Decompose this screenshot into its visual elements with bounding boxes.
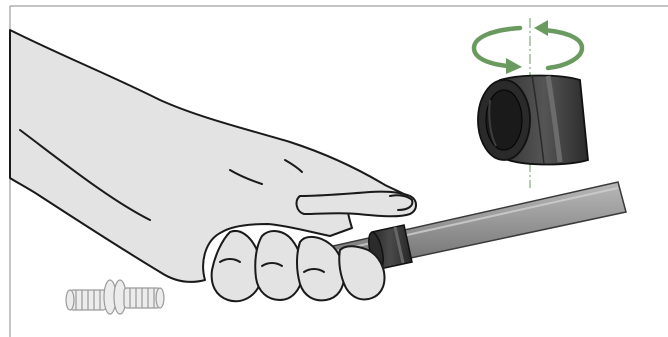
- rotate-arrows-icon: [474, 28, 582, 68]
- compression-sleeve-icon: [478, 75, 588, 165]
- threaded-fitting-icon: [66, 280, 164, 314]
